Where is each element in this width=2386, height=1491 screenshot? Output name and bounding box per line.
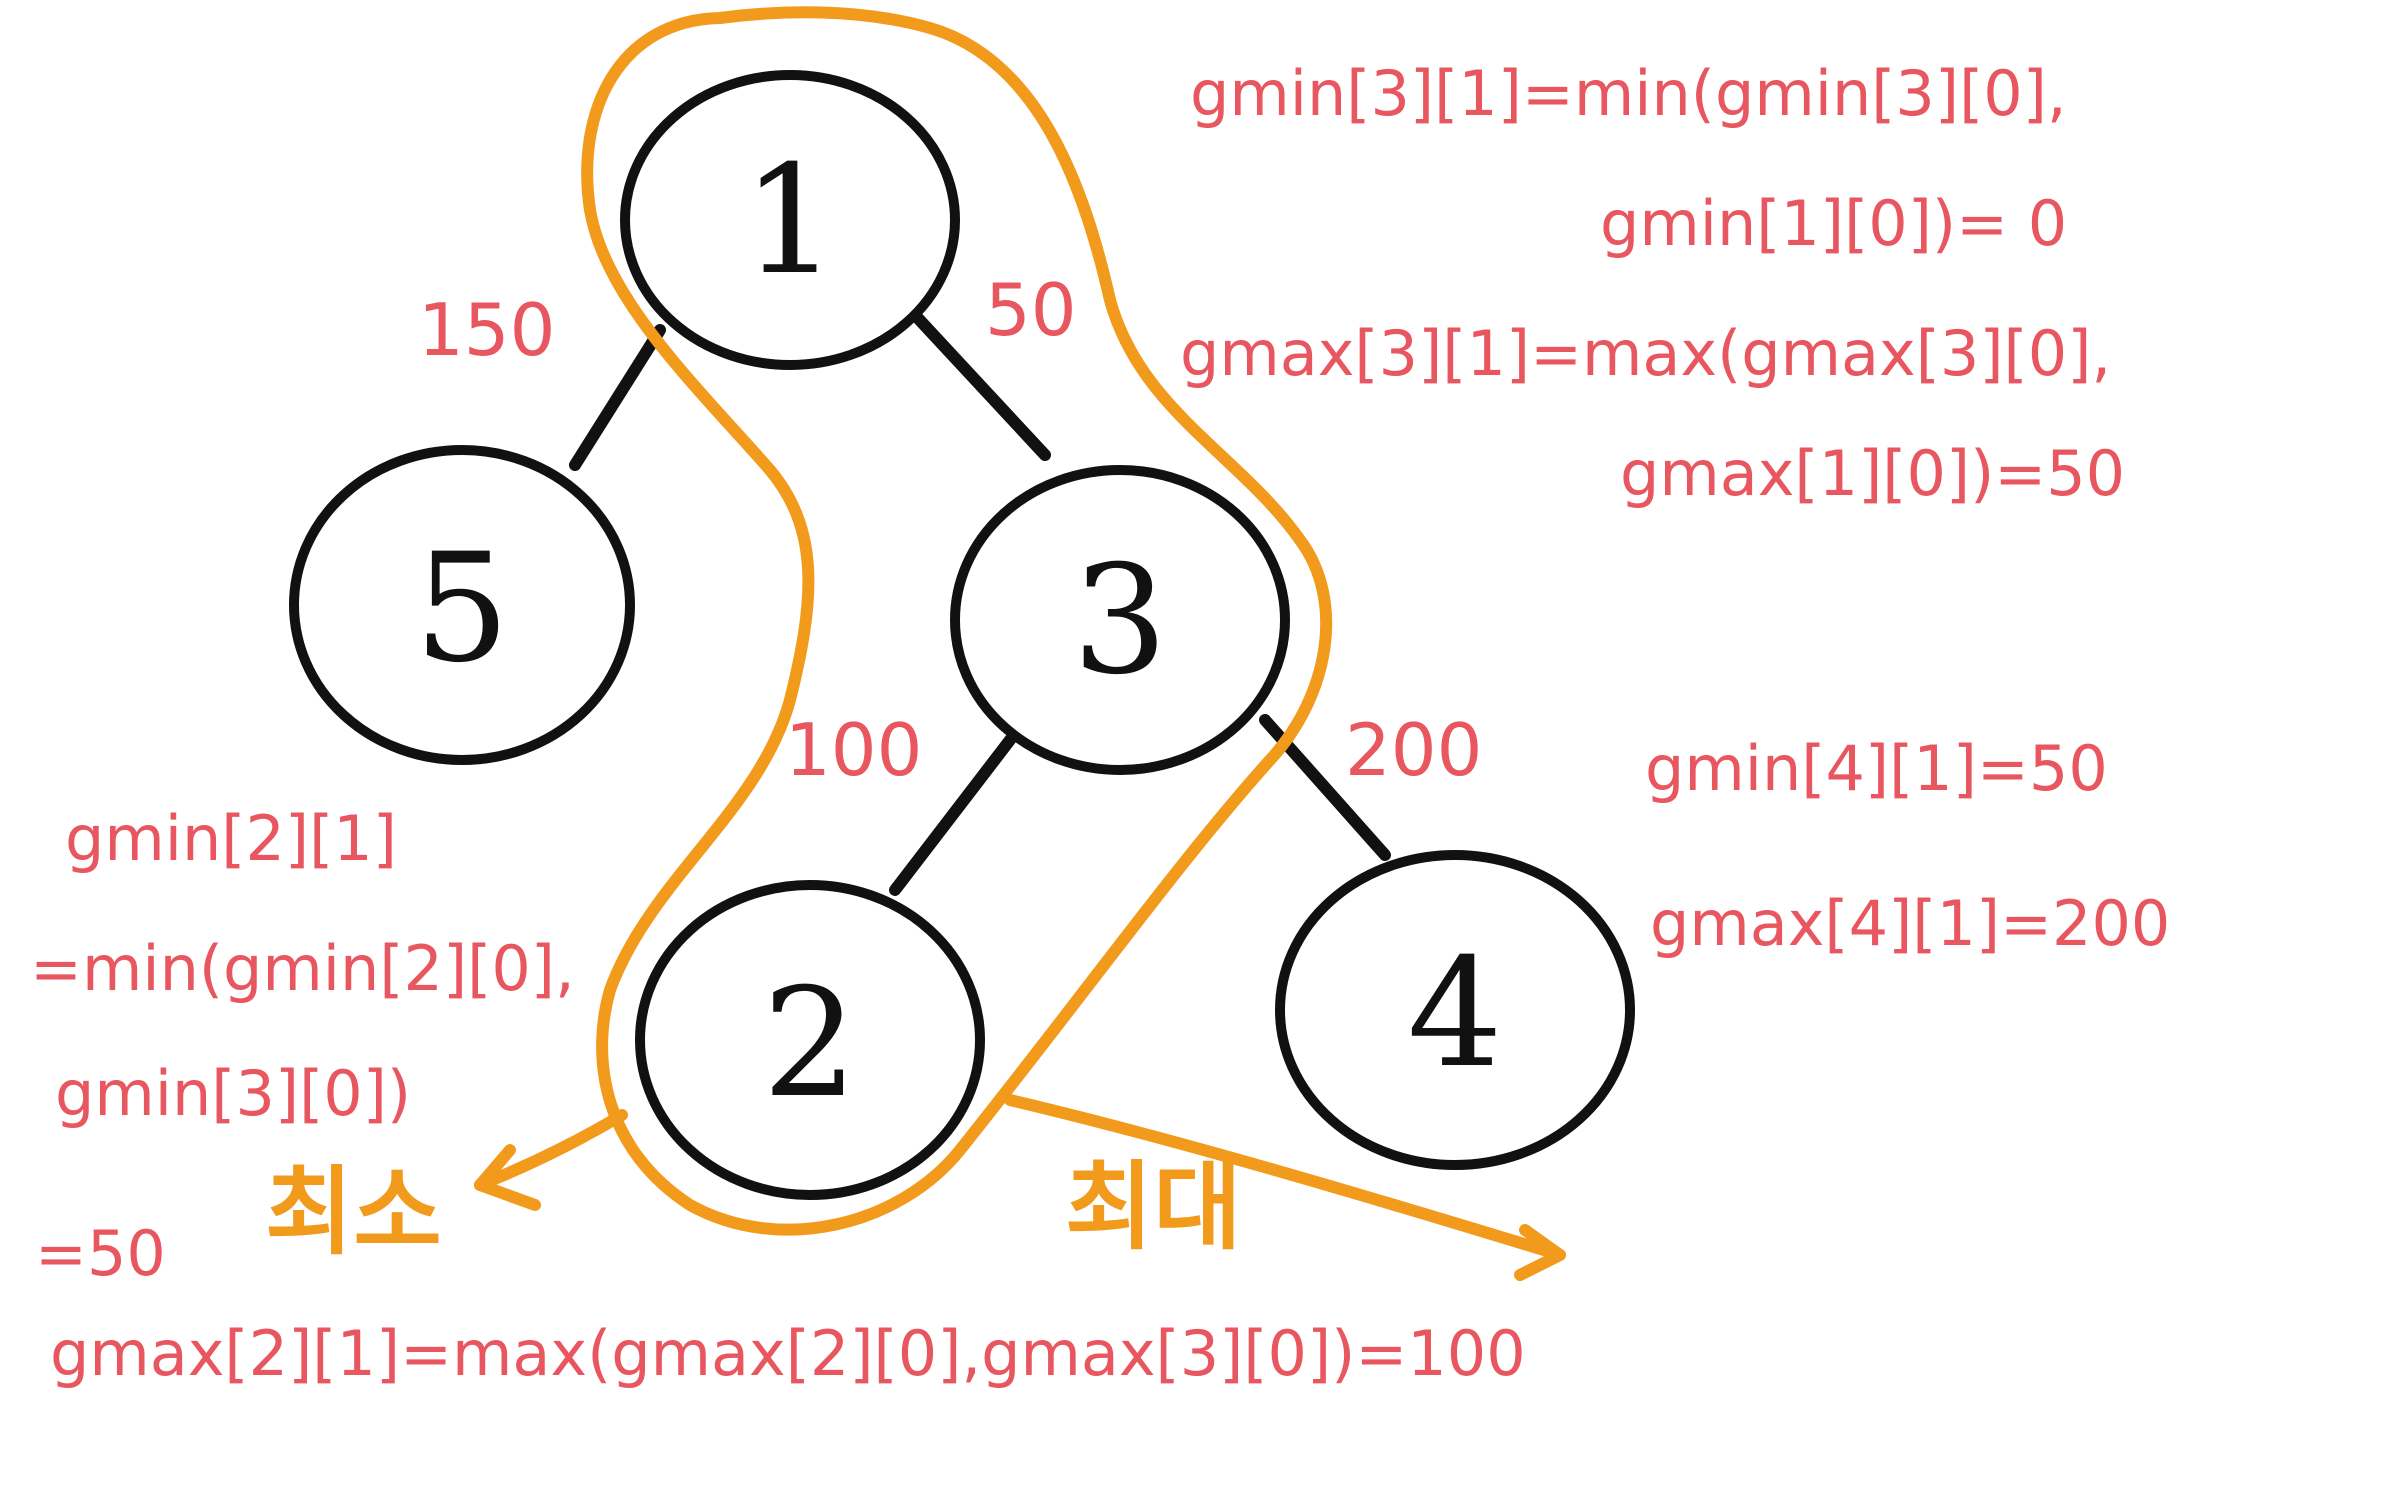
note-gmin-2-1-line4: =50 [35,1217,166,1290]
edge-weight-3-4: 200 [1345,708,1482,792]
min-arrowhead [474,1144,541,1211]
note-gmin-2-1-line2: =min(gmin[2][0], [30,932,575,1005]
node-2 [635,880,985,1200]
note-gmax-4-1: gmax[4][1]=200 [1650,887,2170,960]
note-gmax-3-1-line2: gmax[1][0])=50 [1620,437,2125,510]
min-arrow [474,1109,628,1191]
node-2-label: 2 [762,957,857,1131]
node-5-label: 5 [414,522,509,696]
node-4 [1275,850,1635,1170]
edge-1-5 [569,324,666,471]
max-arrowhead [1514,1224,1566,1281]
note-gmin-2-1-line1: gmin[2][1] [65,802,397,875]
note-gmin-4-1: gmin[4][1]=50 [1645,732,2108,805]
note-gmax-3-1-line1: gmax[3][1]=max(gmax[3][0], [1180,317,2111,390]
note-gmin-2-1-line3: gmin[3][0]) [55,1057,411,1130]
highlight-loop [581,6,1333,1236]
node-5 [289,445,635,765]
min-label: 최소 [265,1156,442,1268]
edge-weight-3-2: 100 [785,708,922,792]
node-1 [620,70,960,370]
node-4-label: 4 [1407,927,1502,1101]
edge-weight-1-3: 50 [985,268,1077,352]
edge-1-3 [909,309,1051,461]
node-1-label: 1 [742,134,837,308]
node-3 [950,465,1290,775]
max-label: 최대 [1065,1151,1242,1263]
note-gmin-3-1-line1: gmin[3][1]=min(gmin[3][0], [1190,57,2067,130]
note-gmax-2-1: gmax[2][1]=max(gmax[2][0],gmax[3][0])=10… [50,1317,1526,1390]
max-arrow [1004,1094,1566,1261]
node-3-label: 3 [1072,534,1167,708]
note-gmin-3-1-line2: gmin[1][0])= 0 [1600,187,2067,260]
edge-3-2 [889,734,1016,896]
edge-weight-1-5: 150 [418,288,555,372]
